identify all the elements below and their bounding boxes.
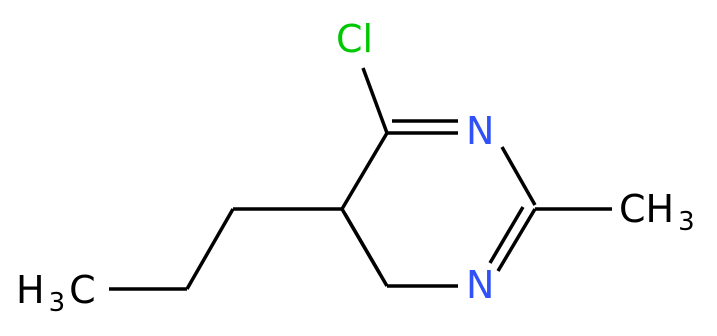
methyl-right-subscript: 3 xyxy=(678,207,695,237)
bond-c6-c5-inner xyxy=(343,213,382,275)
methyl-right-main: CH xyxy=(619,187,674,231)
methyl-left-subscript: 3 xyxy=(49,288,66,318)
nitrogen-label-bottom: N xyxy=(466,263,494,307)
methyl-left-h: H xyxy=(16,268,45,312)
methyl-label-right: CH 3 xyxy=(619,187,695,237)
chlorine-label: Cl xyxy=(336,17,373,61)
methyl-left-c: C xyxy=(69,268,96,312)
bonds xyxy=(109,67,612,291)
methyl-label-left: H 3 C xyxy=(16,268,96,318)
bond-c4-cl xyxy=(361,67,389,134)
bond-propyl-1-2 xyxy=(185,208,235,290)
bond-n3-c2 xyxy=(500,146,537,206)
nitrogen-label-top: N xyxy=(466,109,494,153)
bond-c5-c4 xyxy=(340,132,389,210)
bond-c2-n1 xyxy=(496,208,537,272)
bond-c2-n1-inner xyxy=(488,206,525,264)
atom-labels: Cl N N CH 3 H 3 C xyxy=(16,17,695,318)
